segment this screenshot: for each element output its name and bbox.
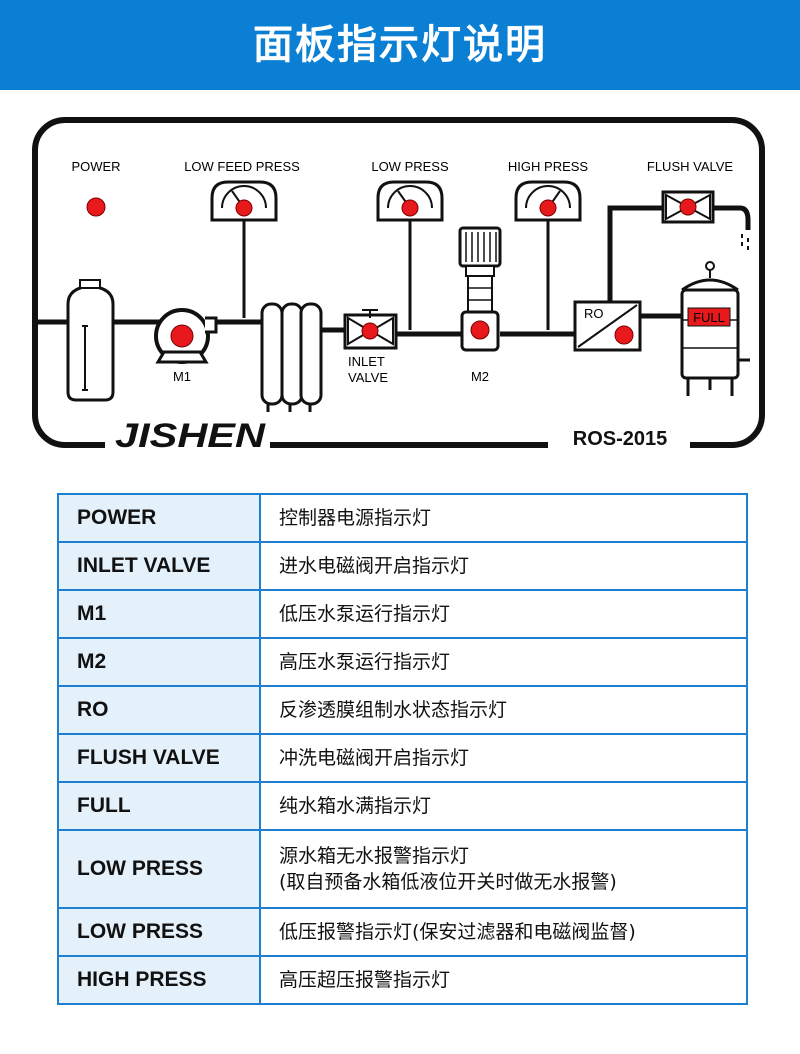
legend-indicator-name: LOW PRESS xyxy=(57,829,261,909)
legend-indicator-desc: 源水箱无水报警指示灯 (取自预备水箱低液位开关时做无水报警) xyxy=(259,829,748,909)
legend-row: FLUSH VALVE 冲洗电磁阀开启指示灯 xyxy=(57,733,748,783)
legend-row: M2 高压水泵运行指示灯 xyxy=(57,637,748,687)
legend-desc-line: 低压报警指示灯(保安过滤器和电磁阀监督) xyxy=(279,921,636,943)
legend-row: LOW PRESS 低压报警指示灯(保安过滤器和电磁阀监督) xyxy=(57,907,748,957)
high-press-indicator xyxy=(539,199,557,217)
legend-desc-line: 冲洗电磁阀开启指示灯 xyxy=(279,747,470,769)
legend-desc-line: 反渗透膜组制水状态指示灯 xyxy=(279,699,508,721)
ro-indicator xyxy=(614,325,634,345)
label-low-press: LOW PRESS xyxy=(371,159,449,174)
legend-indicator-name: M1 xyxy=(57,589,261,639)
legend-desc-line: 高压水泵运行指示灯 xyxy=(279,651,451,673)
title-banner: 面板指示灯说明 xyxy=(0,0,800,90)
legend-indicator-desc: 高压超压报警指示灯 xyxy=(259,955,748,1005)
page-title: 面板指示灯说明 xyxy=(253,22,547,68)
legend-row: M1 低压水泵运行指示灯 xyxy=(57,589,748,639)
gauge-stems xyxy=(242,220,550,330)
legend-desc-line: 源水箱无水报警指示灯 xyxy=(279,845,470,867)
label-m1: M1 xyxy=(173,369,191,384)
panel-svg: POWER LOW FEED PRESS LOW PRESS HIGH PRES… xyxy=(32,117,765,455)
legend-desc-line: 纯水箱水满指示灯 xyxy=(279,795,432,817)
high-press-gauge xyxy=(514,180,582,222)
legend-row: LOW PRESS 源水箱无水报警指示灯 (取自预备水箱低液位开关时做无水报警) xyxy=(57,829,748,909)
control-panel-diagram: POWER LOW FEED PRESS LOW PRESS HIGH PRES… xyxy=(0,90,800,470)
low-feed-press-indicator xyxy=(235,199,253,217)
label-flush-valve: FLUSH VALVE xyxy=(647,159,734,174)
low-press-indicator xyxy=(401,199,419,217)
label-high-press: HIGH PRESS xyxy=(508,159,589,174)
label-m2: M2 xyxy=(471,369,489,384)
label-valve: VALVE xyxy=(348,370,388,385)
legend-indicator-desc: 进水电磁阀开启指示灯 xyxy=(259,541,748,591)
brand-logo: JISHEN xyxy=(115,417,267,455)
security-filter xyxy=(260,302,323,412)
drain-drops xyxy=(741,234,749,250)
panel-frame xyxy=(32,117,765,448)
legend-indicator-name: HIGH PRESS xyxy=(57,955,261,1005)
m1-indicator xyxy=(170,324,194,348)
legend-indicator-desc: 控制器电源指示灯 xyxy=(259,493,748,543)
label-full: FULL xyxy=(693,310,725,325)
legend-indicator-name: FULL xyxy=(57,781,261,831)
power-indicator xyxy=(86,197,106,217)
low-feed-press-gauge xyxy=(210,180,278,222)
legend-indicator-name: RO xyxy=(57,685,261,735)
label-power: POWER xyxy=(71,159,120,174)
main-pipeline xyxy=(38,313,682,337)
indicator-legend-table: POWER 控制器电源指示灯 INLET VALVE 进水电磁阀开启指示灯 M1 低压水泵… xyxy=(57,493,748,1005)
model-number: ROS-2015 xyxy=(573,428,668,450)
label-low-feed-press: LOW FEED PRESS xyxy=(184,159,300,174)
full-indicator xyxy=(687,307,731,327)
legend-row: RO 反渗透膜组制水状态指示灯 xyxy=(57,685,748,735)
flush-line xyxy=(607,205,751,302)
pure-water-tank xyxy=(680,261,750,396)
legend-indicator-name: FLUSH VALVE xyxy=(57,733,261,783)
legend-indicator-desc: 纯水箱水满指示灯 xyxy=(259,781,748,831)
legend-desc-line: 低压水泵运行指示灯 xyxy=(279,603,451,625)
legend-indicator-name: POWER xyxy=(57,493,261,543)
legend-desc-line: 高压超压报警指示灯 xyxy=(279,969,451,991)
legend-indicator-desc: 低压水泵运行指示灯 xyxy=(259,589,748,639)
legend-indicator-desc: 高压水泵运行指示灯 xyxy=(259,637,748,687)
legend-row: INLET VALVE 进水电磁阀开启指示灯 xyxy=(57,541,748,591)
inlet-valve-indicator xyxy=(361,322,379,340)
legend-row: FULL 纯水箱水满指示灯 xyxy=(57,781,748,831)
legend-desc-line: 控制器电源指示灯 xyxy=(279,507,432,529)
legend-indicator-name: M2 xyxy=(57,637,261,687)
legend-row: HIGH PRESS 高压超压报警指示灯 xyxy=(57,955,748,1005)
legend-indicator-name: INLET VALVE xyxy=(57,541,261,591)
legend-desc-line: 进水电磁阀开启指示灯 xyxy=(279,555,470,577)
label-ro: RO xyxy=(584,306,604,321)
flush-valve-indicator xyxy=(679,198,697,216)
m2-indicator xyxy=(470,320,490,340)
legend-desc-line: (取自预备水箱低液位开关时做无水报警) xyxy=(279,871,617,893)
raw-water-tank xyxy=(66,284,115,402)
legend-indicator-desc: 反渗透膜组制水状态指示灯 xyxy=(259,685,748,735)
low-press-gauge xyxy=(376,180,444,222)
legend-indicator-name: LOW PRESS xyxy=(57,907,261,957)
label-inlet: INLET xyxy=(348,354,385,369)
legend-row: POWER 控制器电源指示灯 xyxy=(57,493,748,543)
legend-indicator-desc: 冲洗电磁阀开启指示灯 xyxy=(259,733,748,783)
legend-indicator-desc: 低压报警指示灯(保安过滤器和电磁阀监督) xyxy=(259,907,748,957)
